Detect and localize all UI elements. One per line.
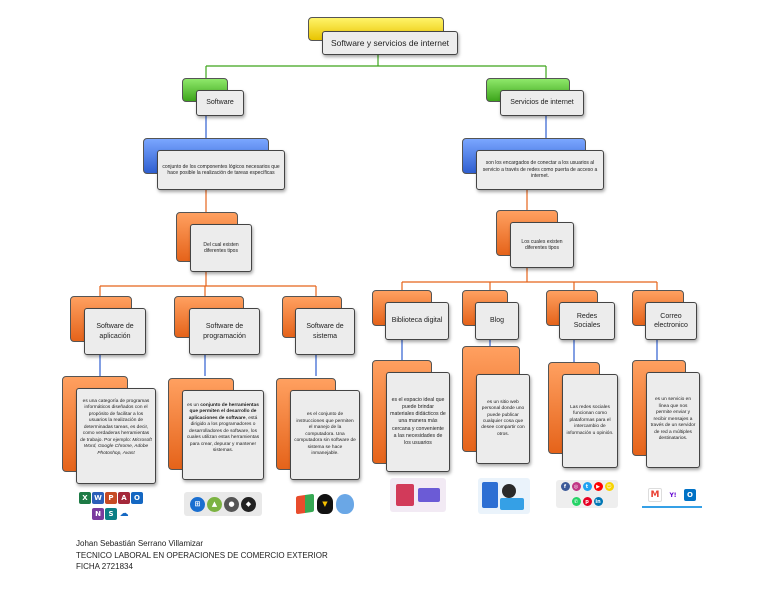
social-icons: f ◎ t ▶ ☺ ✆ p in <box>556 480 618 508</box>
instagram-icon: ◎ <box>571 482 581 491</box>
onedrive-icon: ☁ <box>118 508 130 521</box>
os-icons: ⊞ ▲ ● ◆ <box>184 492 262 516</box>
software-programacion-text-b: , está dirigido a los programadores o de… <box>186 415 260 454</box>
laptop-illustration <box>500 498 524 510</box>
windows-icon: ⊞ <box>190 496 205 512</box>
email-icons: M Y! O <box>642 484 702 508</box>
apple-icon: ● <box>224 496 239 512</box>
internet-description: son los encargados de conectar a los usu… <box>476 150 604 190</box>
program-name: TECNICO LABORAL EN OPERACIONES DE COMERC… <box>76 550 328 560</box>
linux-penguin-icon: ▼ <box>317 494 333 514</box>
software-text-connectors <box>99 355 317 376</box>
onenote-icon: N <box>92 508 104 521</box>
software-title: Software <box>196 90 244 116</box>
redes-sociales-text: Las redes sociales funcionan como plataf… <box>562 374 618 468</box>
software-programacion-title: Software de programación <box>189 308 260 355</box>
software-description: conjunto de los componentes lógicos nece… <box>157 150 285 190</box>
blog-text: es un sitio web personal donde uno puede… <box>476 374 530 464</box>
software-subtitle: Del cual existen diferentes tipos <box>190 224 252 272</box>
gmail-icon: M <box>648 488 662 502</box>
internet-title: Servicios de internet <box>500 90 584 116</box>
biblioteca-digital-text: es el espacio ideal que puede brindar ma… <box>386 372 450 472</box>
software-programacion-text: es un conjunto de herramientas que permi… <box>182 390 264 480</box>
outlook-icon: O <box>131 491 143 504</box>
software-types-connector <box>99 270 317 296</box>
software-aplicacion-examples: Microsoft Word, Google Chrome, Adobe Pho… <box>83 437 152 456</box>
person-illustration <box>502 484 516 498</box>
blog-illustration <box>478 478 530 514</box>
word-icon: W <box>92 491 104 504</box>
blog-page-illustration <box>482 482 498 508</box>
youtube-icon: ▶ <box>593 482 603 491</box>
redes-sociales-title: Redes Sociales <box>559 302 615 340</box>
snapchat-icon: ☺ <box>604 482 614 491</box>
yahoo-icon: Y! <box>665 489 681 501</box>
windows-flag-icon <box>296 493 314 515</box>
apple-logo-icon <box>336 494 354 514</box>
powerpoint-icon: P <box>105 491 117 504</box>
software-aplicacion-text: es una categoría de programas informátic… <box>76 388 156 484</box>
book-illustration <box>418 488 440 502</box>
software-programacion-text-a: es un <box>187 403 201 408</box>
whatsapp-icon: ✆ <box>571 497 581 506</box>
facebook-icon: f <box>560 482 570 491</box>
root-connector <box>205 54 547 80</box>
outlook-mail-icon: O <box>684 489 696 501</box>
internet-text-connectors <box>401 340 658 362</box>
twitter-icon: t <box>582 482 592 491</box>
footer: Johan Sebastián Serrano Villamizar TECNI… <box>76 538 396 573</box>
android-icon: ▲ <box>207 496 222 512</box>
software-aplicacion-text-main: es una categoría de programas informátic… <box>80 399 150 443</box>
phone-illustration <box>396 484 414 506</box>
sharepoint-icon: S <box>105 508 117 521</box>
linux-icon: ◆ <box>241 496 256 512</box>
root-title: Software y servicios de internet <box>322 31 458 55</box>
software-sistema-text: es el conjunto de instrucciones que perm… <box>290 390 360 480</box>
ficha-number: FICHA 2721834 <box>76 562 133 572</box>
system-icons: ▼ <box>290 490 360 518</box>
author-name: Johan Sebastián Serrano Villamizar <box>76 539 204 548</box>
correo-electronico-title: Correo electronico <box>645 302 697 340</box>
linkedin-icon: in <box>593 497 603 506</box>
pinterest-icon: p <box>582 497 592 506</box>
software-sistema-title: Software de sistema <box>295 308 355 355</box>
internet-subtitle: Los cuales existen diferentes tipos <box>510 222 574 268</box>
software-aplicacion-title: Software de aplicación <box>84 308 146 355</box>
access-icon: A <box>118 491 130 504</box>
software-programacion-text-bold: conjunto de herramientas que permiten el… <box>188 403 259 421</box>
internet-types-connector <box>401 268 658 292</box>
correo-electronico-text: es un servicio en línea que nos permite … <box>646 372 700 468</box>
office-icons: X W P A O N S ☁ <box>76 490 146 522</box>
blog-title: Blog <box>475 302 519 340</box>
excel-icon: X <box>79 491 91 504</box>
biblioteca-digital-title: Biblioteca digital <box>385 302 449 340</box>
digital-library-illustration <box>390 478 446 512</box>
